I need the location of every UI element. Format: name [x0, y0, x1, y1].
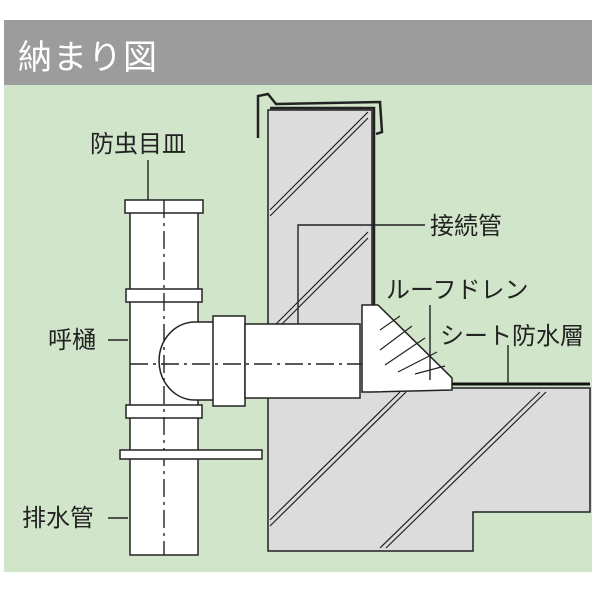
label-drain-pipe: 排水管 — [22, 504, 94, 532]
wall-hatching — [269, 111, 547, 549]
title-bar: 納まり図 — [4, 20, 592, 85]
connecting-pipe — [244, 323, 361, 399]
label-leader-head: 呼樋 — [48, 326, 96, 354]
diagram-title: 納まり図 — [18, 38, 158, 78]
roof-drain — [361, 304, 453, 393]
parapet-cap — [256, 92, 384, 390]
leader-head-elbow — [158, 321, 216, 401]
elbow-collar — [212, 315, 246, 407]
pipe-centerline — [130, 200, 380, 555]
pipe-bracket — [119, 449, 263, 460]
label-sheet-waterproofing: シート防水層 — [440, 322, 584, 350]
concrete-wall — [267, 109, 591, 552]
label-roof-drain: ルーフドレン — [386, 276, 529, 304]
label-connecting-pipe: 接続管 — [430, 212, 502, 240]
label-insect-screen: 防虫目皿 — [90, 130, 186, 158]
leader-lines — [108, 160, 509, 519]
